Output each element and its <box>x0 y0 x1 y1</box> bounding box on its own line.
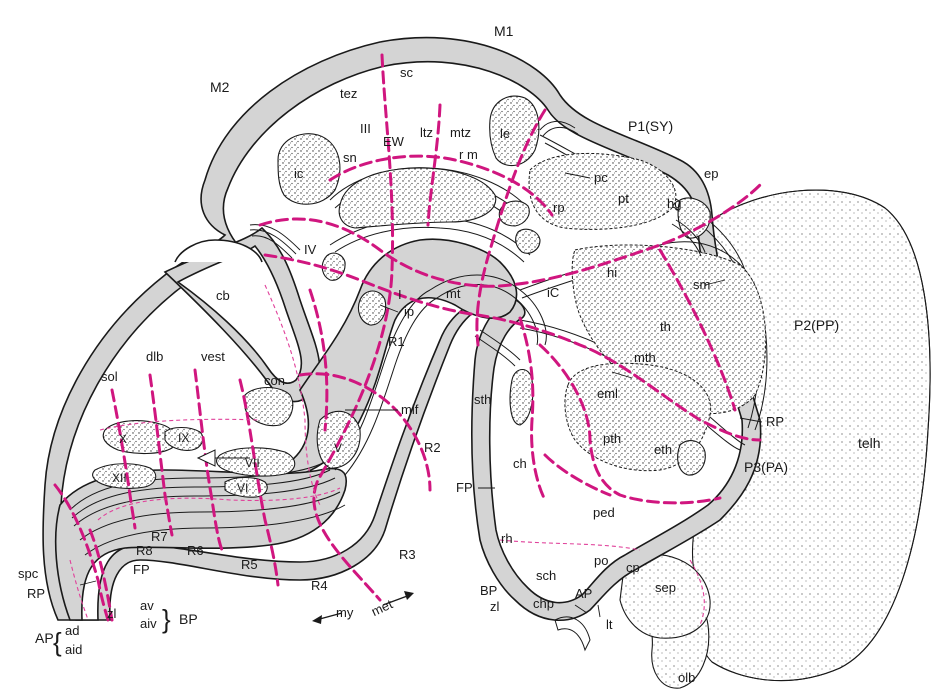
label-rh: rh <box>501 531 513 546</box>
label-lt: lt <box>606 617 613 632</box>
label-mlf: mlf <box>401 402 419 417</box>
label-hi: hi <box>607 265 617 280</box>
label-ltz: ltz <box>420 125 433 140</box>
label-R5: R5 <box>241 557 258 572</box>
label-po: po <box>594 553 608 568</box>
label-sth: sth <box>474 392 491 407</box>
label-pth: pth <box>603 431 621 446</box>
leader-lines <box>79 172 763 618</box>
label-sch: sch <box>536 568 556 583</box>
label-ped: ped <box>593 505 615 520</box>
label-telh: telh <box>858 435 881 451</box>
label-R7: R7 <box>151 529 168 544</box>
label-AP-right: AP <box>575 586 592 601</box>
label-XII: XII <box>112 471 127 485</box>
label-con: con <box>264 373 285 388</box>
label-zl-left: zl <box>107 606 117 621</box>
label-ep: ep <box>704 166 718 181</box>
label-RP-left: RP <box>27 586 45 601</box>
label-mtz: mtz <box>450 125 471 140</box>
label-eml: eml <box>597 386 618 401</box>
label-VI: VI <box>237 481 248 495</box>
label-my: my <box>336 605 354 620</box>
label-FP-left: FP <box>133 562 150 577</box>
label-chp: chp <box>533 596 554 611</box>
label-mt: mt <box>446 286 461 301</box>
label-M2: M2 <box>210 79 230 95</box>
label-olb: olb <box>678 670 695 685</box>
arrow-left-icon <box>312 615 322 624</box>
label-III: III <box>360 121 371 136</box>
label-sep: sep <box>655 580 676 595</box>
segment-boundaries <box>53 53 762 626</box>
label-R3: R3 <box>399 547 416 562</box>
label-pt: pt <box>618 191 629 206</box>
label-R4: R4 <box>311 578 328 593</box>
brace-AP-icon: { <box>53 627 62 657</box>
label-V: V <box>334 441 342 455</box>
brace-BP-icon: } <box>162 604 171 634</box>
label-av: av <box>140 598 154 613</box>
label-dlb: dlb <box>146 349 163 364</box>
label-AP-left: AP <box>35 630 54 646</box>
label-iC: iC <box>547 285 559 300</box>
label-BP-right: BP <box>480 583 497 598</box>
label-I: I <box>398 287 402 302</box>
label-zl-right: zl <box>490 599 500 614</box>
fiber-bundles <box>249 121 706 652</box>
label-P1SY: P1(SY) <box>628 118 673 134</box>
label-R8: R8 <box>136 543 153 558</box>
label-eth: eth <box>654 442 672 457</box>
label-X: X <box>119 432 127 446</box>
label-R2: R2 <box>424 440 441 455</box>
label-hg: hg <box>667 196 681 211</box>
label-le: le <box>500 126 510 141</box>
label-BP-left: BP <box>179 611 198 627</box>
arrow-right-icon <box>404 591 414 600</box>
label-sc: sc <box>400 65 414 80</box>
labels: M1 M2 tez sc ltz mtz le P1(SY) ep III EW… <box>18 23 881 685</box>
label-tez: tez <box>340 86 357 101</box>
label-sn: sn <box>343 150 357 165</box>
braces: } { <box>53 604 171 657</box>
label-rm: r m <box>459 147 478 162</box>
label-cp: cp <box>626 560 640 575</box>
direction-arrows <box>196 449 414 624</box>
label-rp: rp <box>553 200 565 215</box>
label-mth: mth <box>634 350 656 365</box>
label-RP-right: RP <box>766 414 784 429</box>
label-R6: R6 <box>187 543 204 558</box>
label-ch: ch <box>513 456 527 471</box>
label-pc: pc <box>594 170 608 185</box>
label-aiv: aiv <box>140 616 157 631</box>
label-EW: EW <box>383 134 405 149</box>
label-IX: IX <box>178 431 189 445</box>
label-th: th <box>660 319 671 334</box>
label-cb: cb <box>216 288 230 303</box>
label-IV: IV <box>304 242 317 257</box>
label-P2PP: P2(PP) <box>794 317 839 333</box>
label-ip: ip <box>404 304 414 319</box>
label-sol: sol <box>101 369 118 384</box>
label-spc: spc <box>18 566 39 581</box>
label-VII: VII <box>245 456 260 470</box>
label-P3PA: P3(PA) <box>744 459 788 475</box>
label-M1: M1 <box>494 23 514 39</box>
label-vest: vest <box>201 349 225 364</box>
label-FP-right: FP <box>456 480 473 495</box>
label-ic: ic <box>294 166 304 181</box>
nuclei <box>92 95 767 498</box>
label-sm: sm <box>693 277 710 292</box>
label-met: met <box>369 596 395 619</box>
label-aid: aid <box>65 642 82 657</box>
label-R1: R1 <box>388 334 405 349</box>
label-ad: ad <box>65 623 79 638</box>
